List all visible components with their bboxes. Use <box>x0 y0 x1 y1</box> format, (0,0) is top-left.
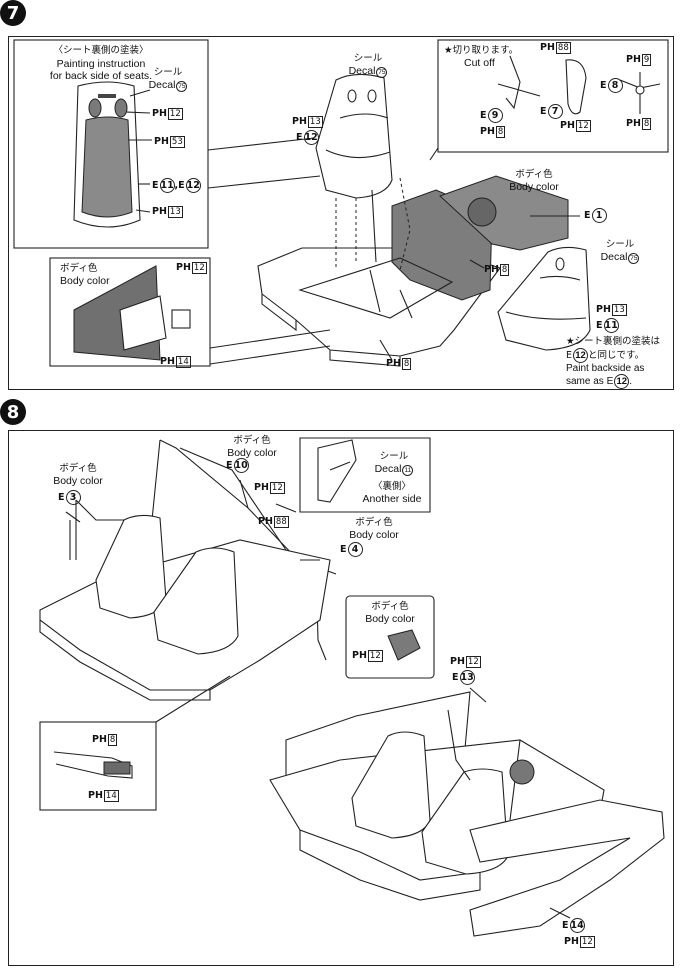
seat-back-hole-left <box>88 98 102 118</box>
step-7-badge: 7 <box>0 0 26 26</box>
step-7-number: 7 <box>6 2 20 24</box>
cutoff-inset-box <box>437 39 669 153</box>
part-e7-shape <box>565 59 587 115</box>
inset-body-color-label: ボディ色 Body color <box>60 263 110 287</box>
seat-back-hole-right <box>114 98 128 118</box>
seat-8b <box>153 547 239 655</box>
seat-top-outline <box>315 73 393 199</box>
rear-deck <box>439 175 569 251</box>
seat-back-inset-title-jp: 〈シート裏側の塗装〉 <box>53 45 149 56</box>
floor-body-color-label: ボディ色 Body color <box>509 169 559 193</box>
seat-back-gray-panel <box>81 116 133 218</box>
cutoff-title: ★切り取ります。 Cut off <box>444 45 519 69</box>
small-inset-box <box>39 721 157 811</box>
step-8-number: 8 <box>6 401 20 423</box>
seat-back-logo-mark <box>98 94 116 98</box>
side-panel-right <box>469 799 665 937</box>
step8-color-inset-label: ボディ色 Body color <box>365 601 415 625</box>
step8-another-side: 〈裏側〉 Another side <box>362 481 422 505</box>
seat-right-outline <box>497 246 591 351</box>
step8-right-body-color: ボディ色 Body color <box>349 517 399 541</box>
seat-back-inset-title-en-2: for back side of seats. <box>49 70 153 82</box>
step-8-badge: 8 <box>0 399 26 425</box>
seat-back-inset-title-en-1: Painting instruction <box>56 58 146 70</box>
step8-left-body-color: ボディ色 Body color <box>53 463 103 487</box>
step-8-frame <box>8 430 674 966</box>
step8-top-body-color: ボディ色 Body color <box>227 435 277 459</box>
